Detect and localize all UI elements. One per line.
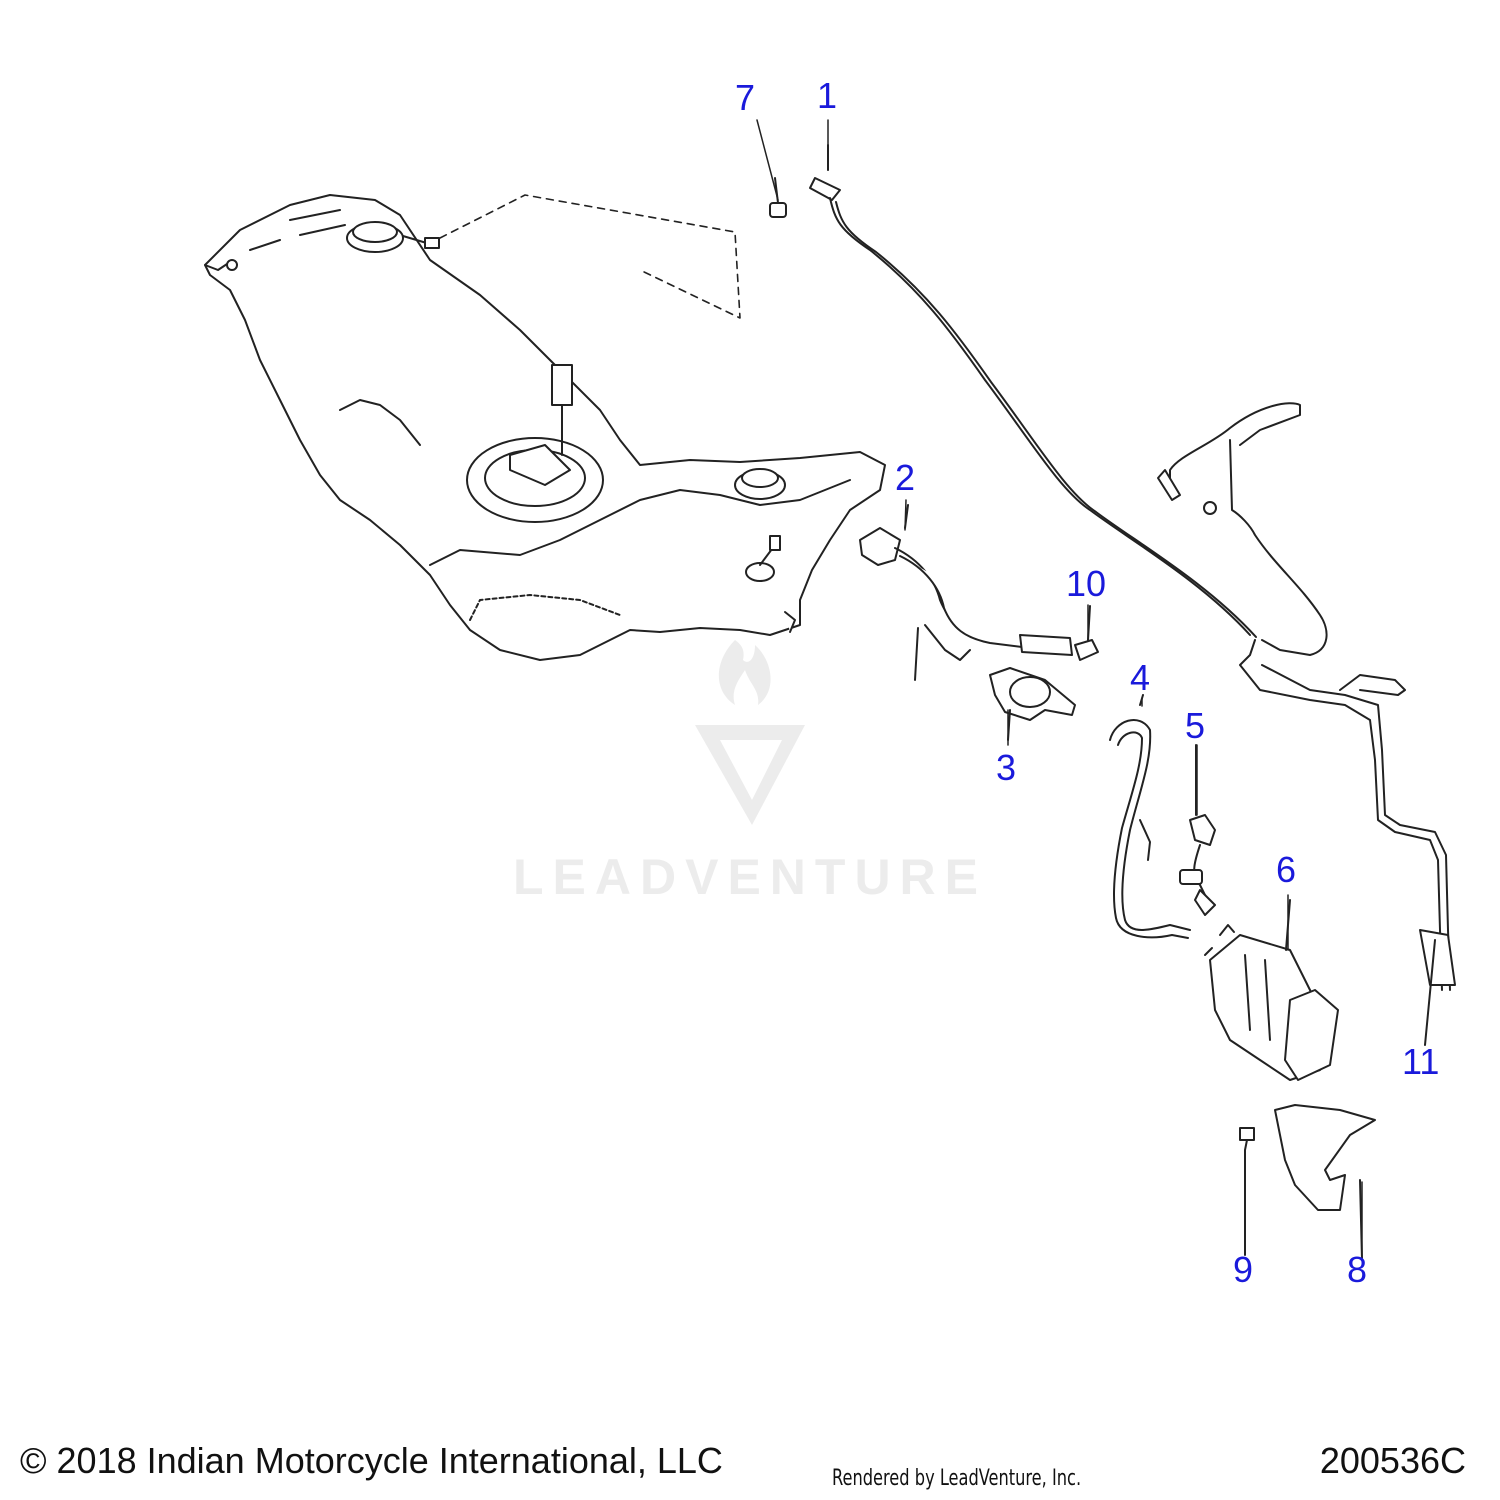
callout-4[interactable]: 4: [1130, 657, 1151, 698]
part-4-hose: [1109, 694, 1191, 939]
vent-tube-assembly-right: [1157, 402, 1456, 991]
part-8-bracket: [1274, 1104, 1376, 1261]
callout-10[interactable]: 10: [1066, 563, 1107, 604]
callout-3[interactable]: 3: [996, 747, 1017, 788]
part-3-valve: [989, 667, 1076, 741]
rendered-by-text: Rendered by LeadVenture, Inc.: [832, 1466, 1082, 1491]
part-5-fitting: [1179, 744, 1216, 916]
callout-5[interactable]: 5: [1185, 705, 1206, 746]
callout-6[interactable]: 6: [1276, 849, 1297, 890]
callout-2[interactable]: 2: [895, 457, 916, 498]
callout-8[interactable]: 8: [1347, 1249, 1368, 1290]
watermark-text: LEADVENTURE: [512, 849, 988, 905]
dashed-leader-line: [439, 194, 741, 319]
callout-leaders: [756, 119, 1363, 1259]
part-2-hose: [859, 504, 1073, 681]
callout-9[interactable]: 9: [1233, 1249, 1254, 1290]
part-6-canister: [1204, 899, 1339, 1081]
leadventure-logo-watermark: [695, 640, 805, 825]
callout-7[interactable]: 7: [735, 77, 756, 118]
diagram-number: 200536C: [1319, 1440, 1466, 1481]
copyright-text: © 2018 Indian Motorcycle International, …: [20, 1440, 723, 1481]
part-10-fitting: [1074, 605, 1099, 661]
part-7-grommet: [769, 177, 787, 218]
fuel-tank: [204, 194, 886, 661]
part-11-leader: [1424, 939, 1436, 1046]
callout-11[interactable]: 11: [1402, 1041, 1440, 1082]
callout-1[interactable]: 1: [817, 75, 838, 116]
part-1-vent-tube: [809, 144, 1257, 638]
part-9-bolt: [1239, 1127, 1255, 1256]
